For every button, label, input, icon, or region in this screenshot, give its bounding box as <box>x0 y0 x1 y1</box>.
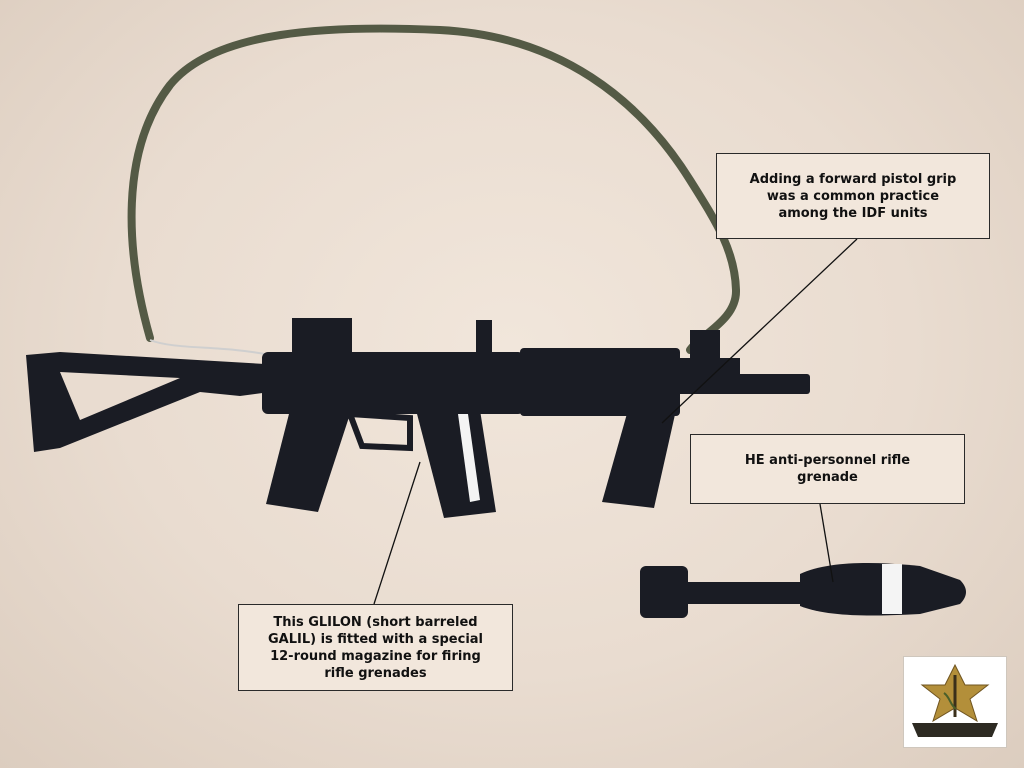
rifle-sling <box>127 24 741 354</box>
leader-line-grip <box>661 238 858 424</box>
folding-stock <box>26 352 270 452</box>
leader-line-grenade <box>819 503 834 583</box>
rifle-grenade <box>640 563 966 618</box>
emblem-banner-icon <box>912 723 998 737</box>
emblem-olive-branch-icon <box>943 692 957 710</box>
callout-magazine-text: This GLILON (short barreled GALIL) is fi… <box>267 614 484 681</box>
idf-emblem <box>903 656 1007 748</box>
sling-cord <box>149 339 271 356</box>
callout-rifle-grenade: HE anti-personnel rifle grenade <box>690 434 965 504</box>
callout-forward-grip-text: Adding a forward pistol grip was a commo… <box>749 171 957 221</box>
callout-magazine: This GLILON (short barreled GALIL) is fi… <box>238 604 513 691</box>
leader-line-magazine <box>373 461 421 605</box>
callout-forward-grip: Adding a forward pistol grip was a commo… <box>716 153 990 239</box>
callout-rifle-grenade-text: HE anti-personnel rifle grenade <box>744 453 911 485</box>
rifle-body <box>262 318 810 518</box>
